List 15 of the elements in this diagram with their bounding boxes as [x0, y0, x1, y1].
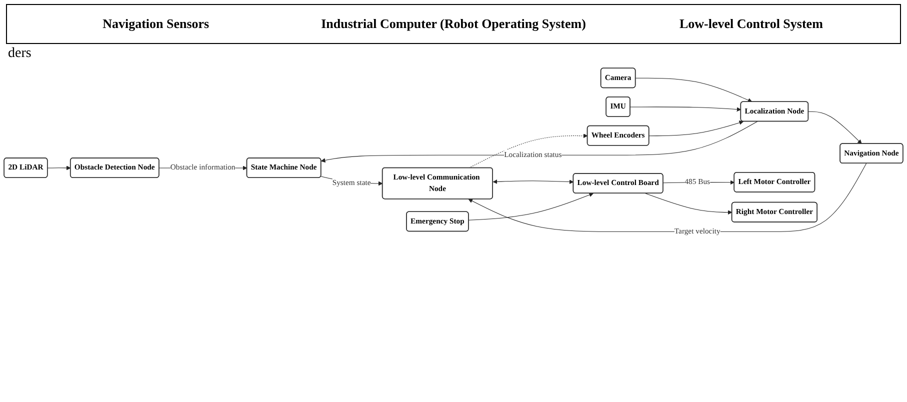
- arrow: [468, 134, 588, 168]
- arrow: [468, 163, 867, 232]
- column-heading: Low-level Control System: [679, 16, 823, 32]
- arrow: [47, 166, 71, 170]
- column-heading: Industrial Computer (Robot Operating System): [321, 16, 586, 32]
- arrow: [492, 179, 574, 184]
- column-heading: Navigation Sensors: [102, 16, 210, 32]
- arrow: [630, 106, 742, 112]
- arrow: [648, 120, 744, 136]
- arrow: [808, 111, 862, 144]
- note-text: ders: [8, 46, 32, 61]
- arrow: [320, 121, 758, 163]
- arrow: [468, 192, 594, 220]
- arrow: [635, 78, 752, 102]
- arrow: [645, 193, 732, 215]
